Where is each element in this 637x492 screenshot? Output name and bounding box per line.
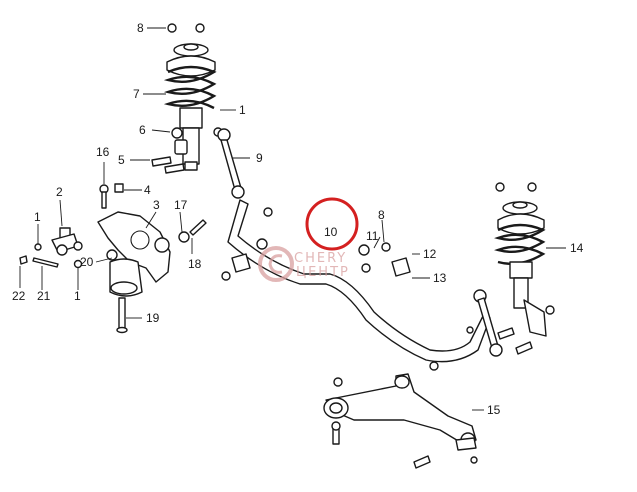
callout-13: 13	[433, 271, 447, 285]
callout-17: 17	[174, 198, 188, 212]
left-steering-knuckle	[97, 183, 207, 334]
watermark-line1: CHERY	[294, 251, 347, 266]
callout-15: 15	[487, 403, 501, 417]
callout-7: 7	[133, 87, 140, 101]
highlight-circle	[305, 197, 359, 251]
callout-10: 10	[324, 225, 338, 239]
callout-2: 2	[56, 185, 63, 199]
left-strut-assembly	[151, 23, 223, 174]
callout-labels: 8 7 1 6 9 16 5 4 2 3 17 1 20 18 22 21 1 …	[12, 21, 584, 417]
callout-12: 12	[423, 247, 437, 261]
callout-18: 18	[188, 257, 202, 271]
left-stabilizer-link	[217, 128, 245, 199]
right-lower-control-arm	[323, 361, 478, 469]
watermark: CHERY ЦЕНТР	[258, 246, 350, 282]
right-stabilizer-link	[466, 289, 503, 357]
right-strut-assembly	[494, 182, 555, 355]
callout-1-top: 1	[239, 103, 246, 117]
callout-21: 21	[37, 289, 51, 303]
callout-20: 20	[80, 255, 94, 269]
callout-3: 3	[153, 198, 160, 212]
callout-6: 6	[139, 123, 146, 137]
callout-5: 5	[118, 153, 125, 167]
watermark-line2: ЦЕНТР	[296, 265, 350, 280]
callout-4: 4	[144, 183, 151, 197]
callout-1-left: 1	[34, 210, 41, 224]
callout-14: 14	[570, 241, 584, 255]
callout-9: 9	[256, 151, 263, 165]
callout-11: 11	[366, 229, 379, 243]
left-ball-joint	[19, 227, 83, 269]
callout-19: 19	[146, 311, 160, 325]
callout-8-right: 8	[378, 208, 385, 222]
callout-leaders	[19, 27, 566, 411]
callout-8-top: 8	[137, 21, 144, 35]
callout-16: 16	[96, 145, 110, 159]
callout-1-bottom: 1	[74, 289, 81, 303]
callout-22: 22	[12, 289, 26, 303]
